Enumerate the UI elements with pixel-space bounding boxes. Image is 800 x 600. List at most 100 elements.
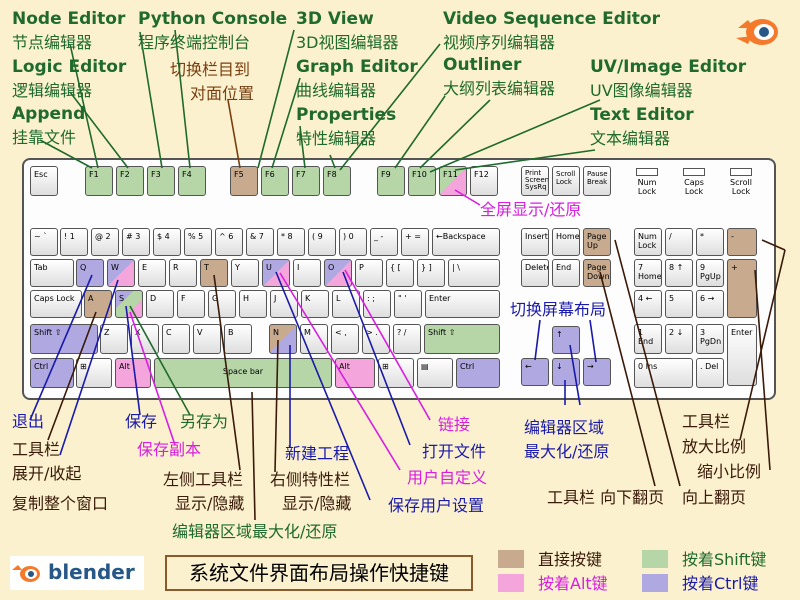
key-c[interactable]: C: [162, 324, 190, 354]
key-num-del[interactable]: . Del: [696, 358, 724, 388]
key-8[interactable]: * 8: [277, 228, 305, 256]
key-esc[interactable]: Esc: [30, 166, 58, 196]
key-x[interactable]: X: [131, 324, 159, 354]
key-tilde[interactable]: ~ `: [30, 228, 58, 256]
key-f3[interactable]: F3: [147, 166, 175, 196]
key-u[interactable]: U: [262, 259, 290, 287]
key-f5[interactable]: F5: [230, 166, 258, 196]
key-delete[interactable]: Delete: [521, 259, 549, 287]
key-print-screen[interactable]: Print Screen SysRq: [521, 166, 549, 196]
key-num-4[interactable]: 4 ←: [634, 290, 662, 318]
key-f6[interactable]: F6: [261, 166, 289, 196]
key-f10[interactable]: F10: [408, 166, 436, 196]
key-a[interactable]: A: [84, 290, 112, 318]
key-num-1[interactable]: 1 End: [634, 324, 662, 354]
key-insert[interactable]: Insert: [521, 228, 549, 256]
key-0[interactable]: ) 0: [339, 228, 367, 256]
key-1[interactable]: ! 1: [60, 228, 88, 256]
key-shift-left[interactable]: Shift ⇧: [30, 324, 98, 354]
key-num-5[interactable]: 5: [665, 290, 693, 318]
key-f11[interactable]: F11: [439, 166, 467, 196]
key-f4[interactable]: F4: [178, 166, 206, 196]
key-win-left[interactable]: ⊞: [76, 358, 112, 388]
key-f2[interactable]: F2: [116, 166, 144, 196]
key-g[interactable]: G: [208, 290, 236, 318]
key-f9[interactable]: F9: [377, 166, 405, 196]
key-f8[interactable]: F8: [323, 166, 351, 196]
key-5[interactable]: % 5: [184, 228, 212, 256]
key-y[interactable]: Y: [231, 259, 259, 287]
key-num-plus[interactable]: +: [727, 259, 757, 318]
key-period[interactable]: > .: [362, 324, 390, 354]
key-2[interactable]: @ 2: [91, 228, 119, 256]
key-m[interactable]: M: [300, 324, 328, 354]
key-f7[interactable]: F7: [292, 166, 320, 196]
key-arrow-left[interactable]: ←: [521, 358, 549, 386]
key-arrow-up[interactable]: ↑: [552, 326, 580, 354]
key-quote[interactable]: " ': [394, 290, 422, 318]
key-num-8[interactable]: 8 ↑: [665, 259, 693, 287]
key-e[interactable]: E: [138, 259, 166, 287]
key-slash[interactable]: ? /: [393, 324, 421, 354]
key-numlock[interactable]: Num Lock: [634, 228, 662, 256]
key-home[interactable]: Home: [552, 228, 580, 256]
key-caps-lock[interactable]: Caps Lock: [30, 290, 82, 318]
key-semicolon[interactable]: : ;: [363, 290, 391, 318]
key-o[interactable]: O: [324, 259, 352, 287]
key-j[interactable]: J: [270, 290, 298, 318]
key-num-minus[interactable]: -: [727, 228, 757, 256]
key-num-2[interactable]: 2 ↓: [665, 324, 693, 354]
key-win-right[interactable]: ⊞: [378, 358, 414, 388]
key-f1[interactable]: F1: [85, 166, 113, 196]
key-v[interactable]: V: [193, 324, 221, 354]
key-alt-right[interactable]: Alt: [335, 358, 375, 388]
key-backslash[interactable]: | \: [448, 259, 500, 287]
key-right-bracket[interactable]: } ]: [417, 259, 445, 287]
key-7[interactable]: & 7: [246, 228, 274, 256]
key-tab[interactable]: Tab: [30, 259, 74, 287]
key-f12[interactable]: F12: [470, 166, 498, 196]
key-pause[interactable]: Pause Break: [583, 166, 611, 196]
key-s[interactable]: S: [115, 290, 143, 318]
key-3[interactable]: # 3: [122, 228, 150, 256]
key-6[interactable]: ^ 6: [215, 228, 243, 256]
key-t[interactable]: T: [200, 259, 228, 287]
key-d[interactable]: D: [146, 290, 174, 318]
key-backspace[interactable]: ←Backspace: [432, 228, 500, 256]
key-r[interactable]: R: [169, 259, 197, 287]
key-num-enter[interactable]: Enter: [727, 324, 757, 386]
key-arrow-down[interactable]: ↓: [552, 358, 580, 386]
key-l[interactable]: L: [332, 290, 360, 318]
key-num-slash[interactable]: /: [665, 228, 693, 256]
key-alt-left[interactable]: Alt: [115, 358, 151, 388]
key-left-bracket[interactable]: { [: [386, 259, 414, 287]
key-scroll-lock[interactable]: Scroll Lock: [552, 166, 580, 196]
key-num-9[interactable]: 9 PgUp: [696, 259, 724, 287]
key-menu[interactable]: ▤: [417, 358, 453, 388]
key-num-7[interactable]: 7 Home: [634, 259, 662, 287]
key-num-6[interactable]: 6 →: [696, 290, 724, 318]
key-page-up[interactable]: Page Up: [583, 228, 611, 256]
key-n[interactable]: N: [269, 324, 297, 354]
key-b[interactable]: B: [224, 324, 252, 354]
key-p[interactable]: P: [355, 259, 383, 287]
key-q[interactable]: Q: [76, 259, 104, 287]
key-ctrl-left[interactable]: Ctrl: [30, 358, 74, 388]
key-equals[interactable]: + =: [401, 228, 429, 256]
key-w[interactable]: W: [107, 259, 135, 287]
key-num-0[interactable]: 0 Ins: [634, 358, 693, 388]
key-num-3[interactable]: 3 PgDn: [696, 324, 724, 354]
key-ctrl-right[interactable]: Ctrl: [456, 358, 500, 388]
key-comma[interactable]: < ,: [331, 324, 359, 354]
key-4[interactable]: $ 4: [153, 228, 181, 256]
key-i[interactable]: I: [293, 259, 321, 287]
key-end[interactable]: End: [552, 259, 580, 287]
key-z[interactable]: Z: [100, 324, 128, 354]
key-minus[interactable]: _ -: [370, 228, 398, 256]
key-9[interactable]: ( 9: [308, 228, 336, 256]
key-num-star[interactable]: *: [696, 228, 724, 256]
key-page-down[interactable]: Page Down: [583, 259, 611, 287]
key-enter[interactable]: Enter: [425, 290, 500, 318]
key-arrow-right[interactable]: →: [583, 358, 611, 386]
key-k[interactable]: K: [301, 290, 329, 318]
